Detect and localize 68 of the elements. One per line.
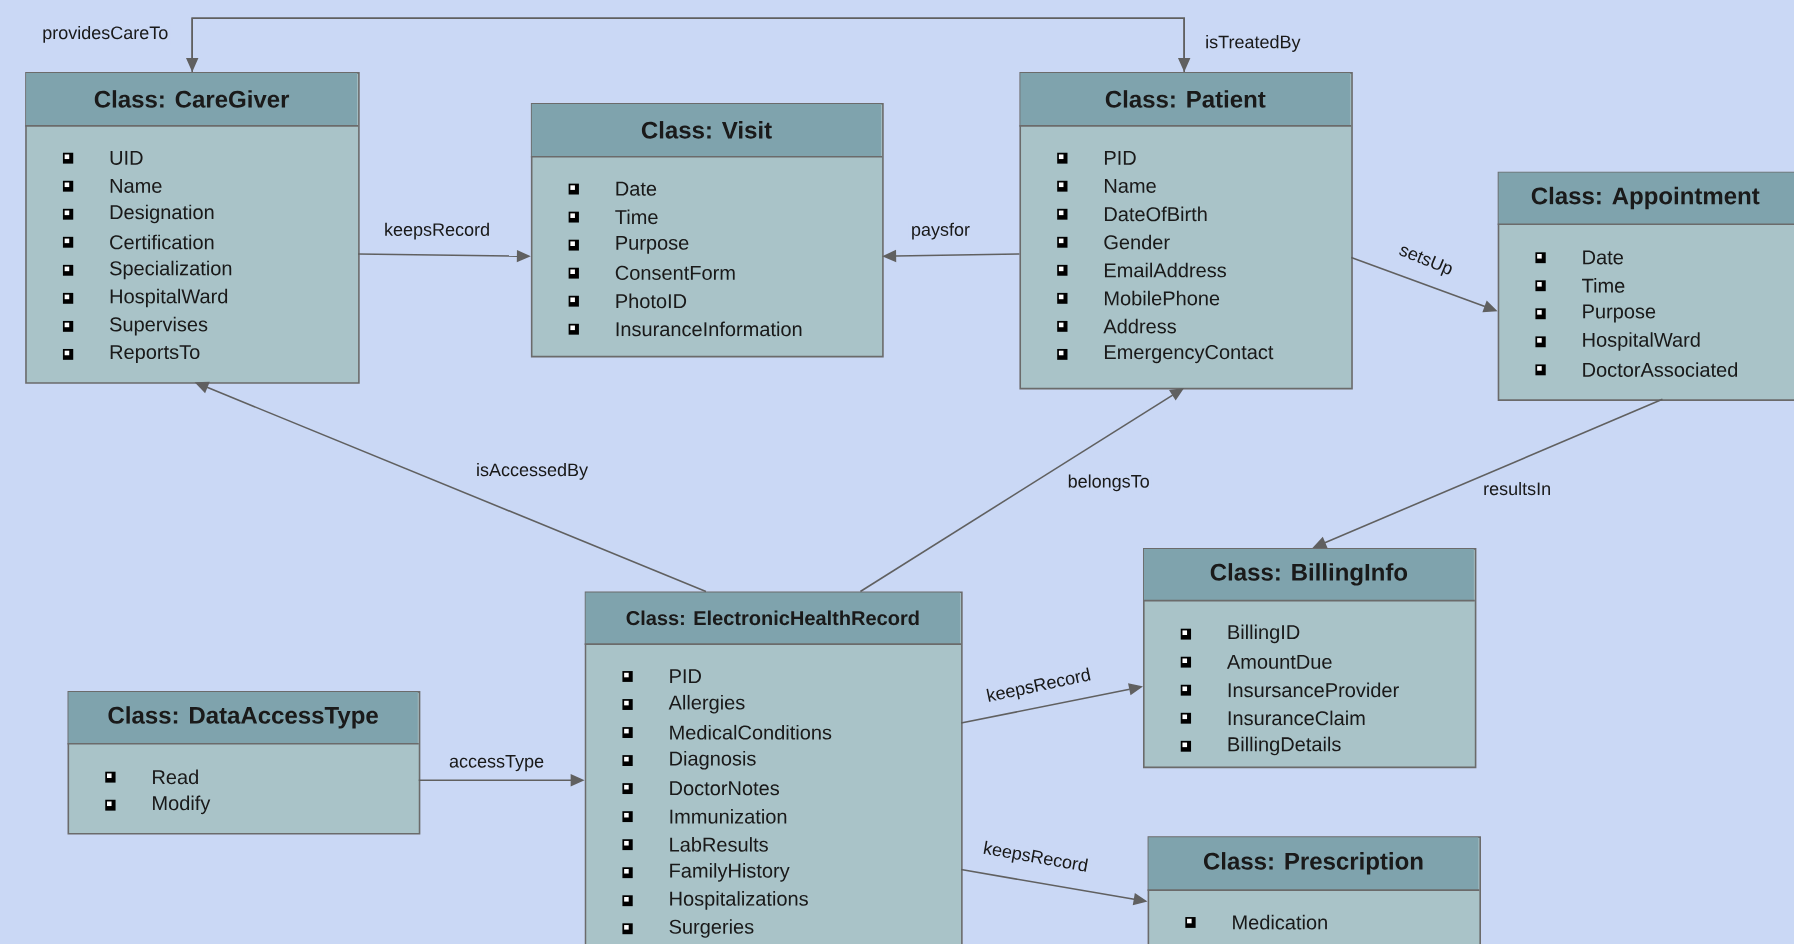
edge-label: setsUp	[1394, 240, 1458, 282]
attribute-text: Time	[1582, 278, 1625, 293]
attribute-text: AmountDue	[1226, 654, 1332, 669]
edge-label: keepsRecord	[382, 220, 493, 242]
attribute-text: EmailAddress	[1105, 262, 1226, 278]
attribute-text: Certification	[110, 234, 214, 250]
class-title: Class: Prescription	[1203, 852, 1423, 875]
attribute-text: HospitalWard	[110, 288, 228, 308]
attribute-text: Diagnosis	[670, 751, 756, 770]
attribute-text: InsursanceProvider	[1228, 682, 1399, 698]
attribute-text: Allergies	[668, 694, 745, 714]
attribute-text: Designation	[110, 204, 214, 224]
attribute-text: Purpose	[1583, 304, 1656, 323]
attribute-text: InsuranceInformation	[616, 321, 802, 337]
attribute-text: PID	[670, 669, 701, 684]
edge-label: providesCareTo	[40, 24, 171, 45]
attribute-text: Immunization	[670, 809, 787, 824]
attribute-text: DateOfBirth	[1105, 206, 1207, 222]
attribute-text: HospitalWard	[1583, 332, 1700, 351]
class-box	[24, 72, 360, 384]
attribute-text: DoctorNotes	[670, 781, 779, 796]
attribute-text: Supervises	[110, 316, 208, 336]
attribute-text: MobilePhone	[1105, 290, 1220, 306]
attribute-text: Name	[1105, 179, 1156, 193]
attribute-text: ReportsTo	[110, 345, 200, 364]
attribute-text: Name	[110, 179, 162, 193]
attribute-text: PID	[1105, 151, 1136, 165]
edge-label: isAccessedBy	[474, 461, 591, 482]
attribute-text: Surgeries	[669, 919, 754, 938]
attribute-text: Date	[616, 181, 657, 196]
attribute-text: Hospitalizations	[670, 891, 808, 910]
class-box	[66, 691, 421, 835]
edge-label: isTreatedBy	[1203, 33, 1303, 54]
class-title: Class: ElectronicHealthRecord	[626, 610, 919, 626]
attribute-text: Address	[1103, 318, 1176, 334]
edge-label: belongsTo	[1065, 472, 1152, 494]
edge-label: accessType	[447, 753, 547, 774]
class-title: Class: BillingInfo	[1210, 563, 1408, 586]
attribute-text: Time	[615, 209, 658, 225]
class-box	[1146, 836, 1481, 944]
class-title: Class: Appointment	[1531, 186, 1760, 210]
attribute-text: Modify	[153, 795, 211, 815]
class-title: Class: Visit	[641, 121, 772, 139]
attribute-text: UID	[110, 150, 143, 165]
attribute-text: Read	[153, 769, 198, 785]
attribute-text: BillingDetails	[1228, 736, 1341, 756]
attribute-text: BillingID	[1228, 624, 1300, 644]
attribute-text: Medication	[1233, 914, 1327, 930]
attribute-text: MedicalConditions	[670, 724, 832, 740]
attribute-text: Specialization	[110, 260, 232, 280]
attribute-text: InsuranceClaim	[1228, 710, 1365, 726]
class-box	[530, 103, 884, 358]
attribute-text: DoctorAssociated	[1583, 362, 1738, 377]
attribute-text: Date	[1583, 250, 1623, 265]
class-box	[1018, 72, 1353, 390]
class-title: Class: CareGiver	[94, 90, 290, 108]
class-box	[583, 591, 963, 944]
class-box	[1142, 548, 1477, 769]
attribute-text: FamilyHistory	[670, 863, 790, 882]
attribute-text: Gender	[1104, 234, 1170, 250]
attribute-text: Purpose	[616, 235, 689, 254]
attribute-text: EmergencyContact	[1105, 345, 1274, 364]
class-title: Class: DataAccessType	[108, 706, 378, 729]
attribute-text: ConsentForm	[615, 265, 735, 280]
attribute-text: LabResults	[670, 837, 768, 852]
class-title: Class: Patient	[1105, 90, 1266, 108]
class-box	[1496, 171, 1794, 401]
attribute-text: PhotoID	[616, 293, 687, 309]
